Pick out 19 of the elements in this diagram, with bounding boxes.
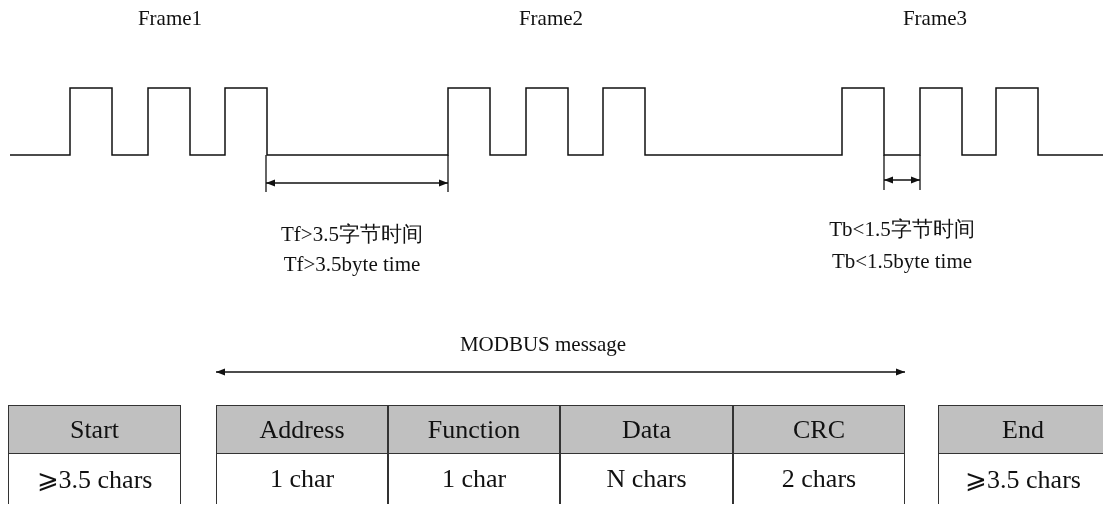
field-header-cell: Start: [8, 405, 181, 454]
frame-label: Frame3: [902, 6, 968, 31]
field-header-cell: Data: [560, 405, 733, 454]
timing-label: Tf>3.5byte time: [283, 252, 421, 277]
field-length-cell: 1 char: [388, 453, 560, 504]
field-length-cell: 1 char: [216, 453, 388, 504]
field-header-cell: Function: [388, 405, 560, 454]
frame-label: Frame2: [518, 6, 584, 31]
frame-label: Frame1: [137, 6, 203, 31]
field-length-cell: N chars: [560, 453, 733, 504]
field-header-cell: Address: [216, 405, 388, 454]
timing-label: Tb<1.5字节时间: [829, 216, 975, 243]
field-header-cell: End: [938, 405, 1103, 454]
field-header-cell: CRC: [733, 405, 905, 454]
field-length-cell: ⩾3.5 chars: [8, 453, 181, 504]
message-label: MODBUS message: [459, 332, 627, 357]
field-length-cell: 2 chars: [733, 453, 905, 504]
timing-label: Tb<1.5byte time: [831, 249, 973, 274]
timing-label: Tf>3.5字节时间: [281, 221, 423, 248]
